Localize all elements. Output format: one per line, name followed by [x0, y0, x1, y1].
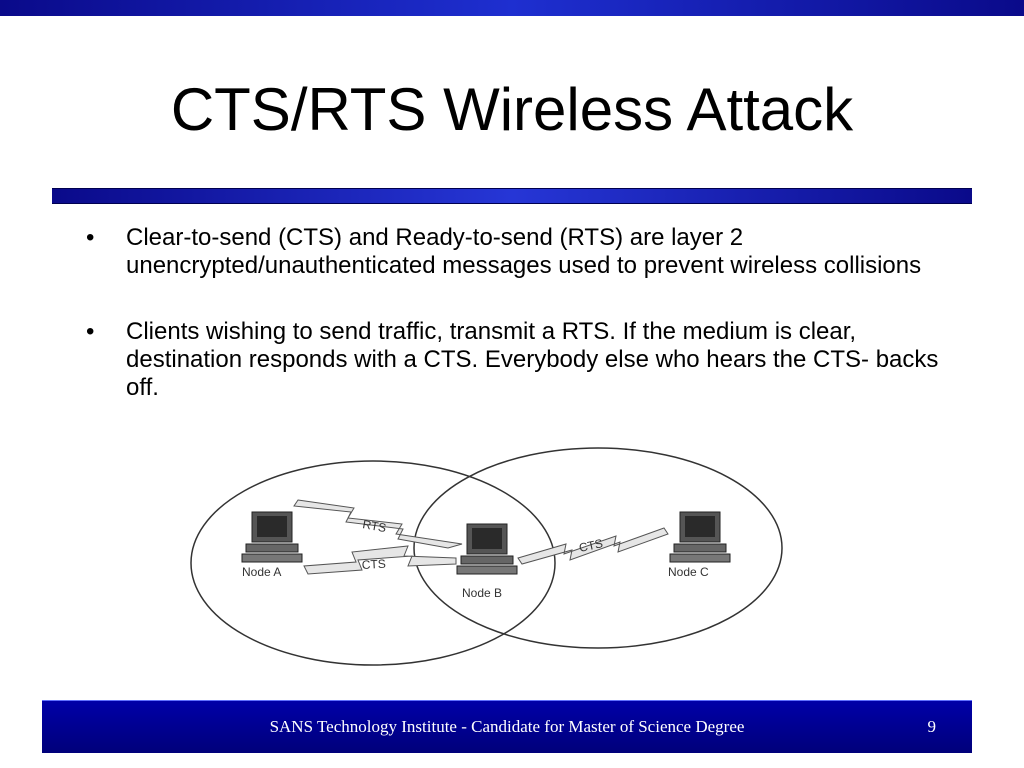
title-underline-bar [52, 188, 972, 204]
lightning-bolt-icon [293, 499, 463, 549]
bullet-item: • Clear-to-send (CTS) and Ready-to-send … [86, 224, 946, 280]
footer-bar: SANS Technology Institute - Candidate fo… [42, 700, 972, 753]
slide-title: CTS/RTS Wireless Attack [170, 76, 854, 143]
page-number: 9 [927, 717, 937, 736]
node-c-label: Node C [668, 565, 709, 579]
cts-signal-label-bc: CTS [578, 536, 604, 555]
bullet-marker: • [86, 224, 95, 251]
bullet-text: Clear-to-send (CTS) and Ready-to-send (R… [126, 224, 922, 279]
computer-icon [241, 511, 303, 563]
coverage-circle-left [190, 460, 556, 666]
lightning-bolt-icon [517, 527, 669, 565]
bullet-list: • Clear-to-send (CTS) and Ready-to-send … [86, 224, 946, 440]
rts-signal-label: RTS [361, 517, 387, 535]
computer-icon [456, 523, 518, 575]
bullet-marker: • [86, 318, 95, 345]
top-decorative-bar [0, 0, 1024, 16]
cts-signal-label-ab: CTS [361, 557, 386, 572]
node-a-label: Node A [242, 565, 281, 579]
coverage-circle-right [413, 447, 783, 649]
bullet-text: Clients wishing to send traffic, transmi… [126, 318, 939, 401]
node-b-label: Node B [462, 586, 502, 600]
bullet-item: • Clients wishing to send traffic, trans… [86, 318, 946, 402]
rts-cts-diagram: Node A Node B Node C RTS CTS CTS [190, 447, 783, 666]
computer-icon [669, 511, 731, 563]
footer-text: SANS Technology Institute - Candidate fo… [269, 717, 745, 736]
lightning-bolt-icon [303, 545, 457, 575]
